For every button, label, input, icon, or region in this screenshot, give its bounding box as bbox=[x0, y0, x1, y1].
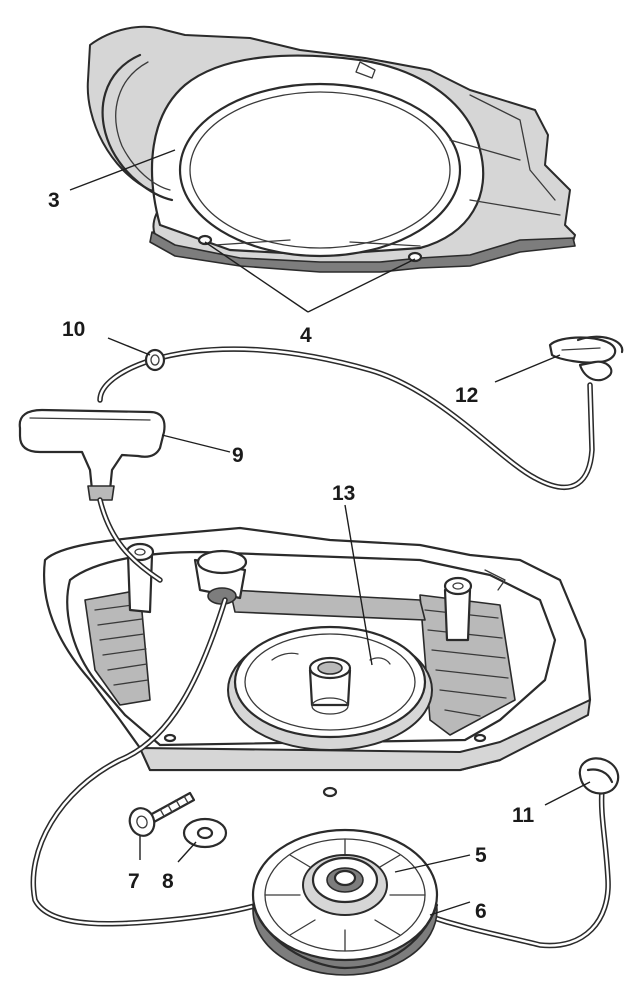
screw bbox=[128, 791, 196, 837]
label-8: 8 bbox=[162, 870, 174, 893]
rope-end-knot bbox=[548, 335, 624, 382]
label-4: 4 bbox=[300, 324, 312, 347]
label-13: 13 bbox=[332, 482, 355, 505]
leader-3 bbox=[69, 149, 176, 191]
label-9: 9 bbox=[232, 444, 244, 467]
leader-9 bbox=[161, 434, 231, 453]
rope-rotor-knot bbox=[578, 757, 620, 795]
leader-4a bbox=[204, 241, 309, 313]
label-6: 6 bbox=[475, 900, 487, 923]
starter-rope-upper bbox=[97, 346, 595, 491]
leader-8 bbox=[177, 841, 197, 863]
rope-guide-ring bbox=[144, 348, 166, 372]
leader-10 bbox=[107, 337, 151, 356]
label-5: 5 bbox=[475, 844, 487, 867]
label-7: 7 bbox=[128, 870, 140, 893]
rewind-spring-housing bbox=[227, 625, 433, 751]
starter-grip bbox=[18, 408, 166, 501]
starter-rope-lower bbox=[30, 497, 611, 949]
leader-13 bbox=[344, 504, 373, 666]
leader-6 bbox=[429, 901, 471, 916]
label-3: 3 bbox=[48, 189, 60, 212]
leader-12 bbox=[494, 354, 561, 383]
leader-4b bbox=[307, 258, 416, 313]
label-12: 12 bbox=[455, 384, 478, 407]
leader-5 bbox=[394, 854, 471, 873]
rope-rotor bbox=[251, 828, 439, 976]
fan-housing-cover bbox=[86, 25, 576, 273]
label-10: 10 bbox=[62, 318, 85, 341]
label-11: 11 bbox=[512, 804, 535, 827]
washer bbox=[182, 817, 228, 849]
leader-11 bbox=[544, 781, 591, 806]
